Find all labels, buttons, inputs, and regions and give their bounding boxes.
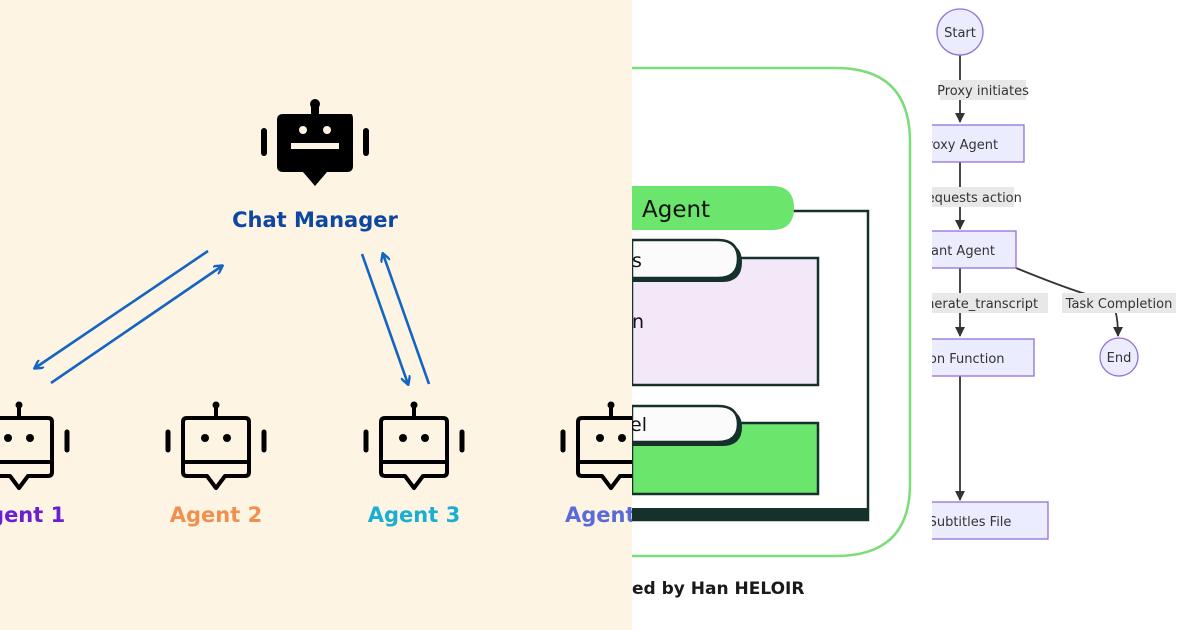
agent-structure-panel: n s el Agent ed by Han HELOIR (632, 0, 932, 630)
chat-manager-robot-icon (261, 99, 369, 186)
agent4-robot-icon (560, 401, 632, 490)
node-assistant-agent: Assistant Agent (932, 230, 1017, 269)
flowchart: Proxy initiates Requests action generate… (932, 8, 1176, 540)
section2-tab (632, 404, 740, 444)
node-start: Start (936, 8, 984, 56)
agent2-robot-icon (165, 401, 267, 490)
agent2-label: Agent 2 (170, 503, 262, 527)
arrow-agent1-to-manager (50, 266, 222, 385)
agent3-robot-icon (363, 401, 465, 490)
node-transcription-function: Transcription Function (932, 338, 1035, 377)
agent-header (632, 186, 794, 230)
flow-edges (955, 55, 1123, 501)
chat-manager-label: Chat Manager (232, 208, 398, 232)
svg-text:Proxy initiates: Proxy initiates (937, 84, 1029, 99)
arrow-manager-to-agent1 (35, 249, 209, 368)
flowchart-panel: Proxy initiates Requests action generate… (932, 0, 1200, 630)
svg-text:Transcription Function: Transcription Function (932, 352, 1005, 367)
arrow-agent3-to-manager (383, 254, 431, 385)
edge-label-e4: Task Completion (1062, 293, 1176, 313)
section1-tab-label: s (632, 250, 642, 272)
svg-text:Assistant Agent: Assistant Agent (932, 244, 995, 259)
svg-text:Task Completion: Task Completion (1065, 297, 1173, 312)
svg-text:Proxy Agent: Proxy Agent (932, 138, 998, 153)
arrow-manager-to-agent3 (360, 253, 408, 384)
agent-structure-diagram: n s el Agent ed by Han HELOIR (632, 66, 912, 599)
card-shadow (632, 508, 868, 520)
agent4-label: Agent (565, 503, 632, 527)
agent1-label: Agent 1 (0, 503, 65, 527)
outer-outline (632, 66, 912, 558)
agent-header-label: Agent (642, 197, 710, 223)
svg-text:generate_transcript: generate_transcript (932, 297, 1038, 312)
section2-tab-label: el (632, 414, 647, 436)
multi-agent-panel: Chat Manager (0, 0, 632, 630)
arrows (35, 249, 431, 385)
agent1-robot-icon (0, 401, 70, 490)
node-proxy-agent: Proxy Agent (932, 124, 1025, 163)
section1-body-text: n (632, 311, 644, 333)
node-end: End (1099, 337, 1139, 377)
svg-text:End: End (1107, 351, 1132, 366)
edge-label-e2: Requests action (932, 187, 1022, 207)
edge-label-e3: generate_transcript (932, 293, 1048, 313)
node-subtitles-file: Subtitles File (932, 501, 1049, 540)
svg-text:Start: Start (944, 26, 976, 41)
caption: ed by Han HELOIR (632, 579, 804, 599)
multi-agent-diagram: Chat Manager (0, 99, 632, 527)
edge-label-e1: Proxy initiates (937, 80, 1029, 100)
svg-text:Subtitles File: Subtitles File (932, 515, 1011, 530)
section1-tab (632, 238, 740, 280)
svg-text:Requests action: Requests action (932, 191, 1022, 206)
agent3-label: Agent 3 (368, 503, 460, 527)
